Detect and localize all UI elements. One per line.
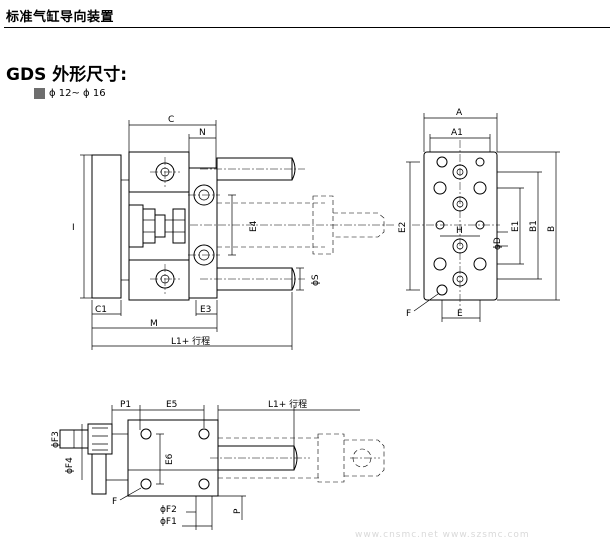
lower-guide-block — [128, 259, 190, 301]
dim-phiF3: ϕF3 — [51, 431, 61, 448]
dim-phiF1: ϕF1 — [160, 517, 177, 527]
dim-E1: E1 — [511, 221, 521, 232]
guide-plate — [188, 167, 218, 299]
hex-nut — [172, 208, 186, 244]
front-view — [80, 120, 395, 350]
dim-L1-stroke-bottom: L1+ 行程 — [268, 398, 307, 410]
flange-step — [120, 179, 130, 281]
bore-range-label: ϕ 12~ ϕ 16 — [49, 88, 106, 99]
bottom-view — [59, 405, 385, 530]
header-divider — [4, 27, 610, 28]
dim-C1: C1 — [95, 305, 107, 315]
dim-E: E — [457, 309, 463, 319]
end-flange — [91, 154, 122, 299]
dim-I: I — [72, 223, 75, 233]
section-title: GDS 外形尺寸: — [6, 65, 128, 85]
dim-B1: B1 — [529, 220, 539, 232]
side-view — [406, 113, 560, 322]
dim-A: A — [456, 108, 463, 118]
dim-M: M — [150, 319, 158, 329]
dim-A1: A1 — [451, 128, 463, 138]
dim-E5: E5 — [166, 400, 177, 410]
dim-L1-stroke: L1+ 行程 — [171, 335, 210, 347]
dim-H: H — [456, 226, 463, 236]
dim-N: N — [199, 128, 206, 138]
side-plate — [423, 151, 498, 301]
lock-nut — [142, 208, 156, 244]
dim-F-bottom: F — [112, 497, 117, 507]
dim-P: P — [233, 508, 243, 514]
dim-E3: E3 — [200, 305, 211, 315]
bore-range: ϕ 12~ ϕ 16 — [34, 88, 106, 99]
dim-E2: E2 — [398, 222, 408, 233]
dim-B: B — [547, 226, 557, 232]
bullet-square-icon — [34, 88, 45, 99]
dim-C: C — [168, 115, 174, 125]
dim-phiF2: ϕF2 — [160, 505, 177, 515]
dim-phiF4: ϕF4 — [65, 457, 75, 474]
dim-E4: E4 — [249, 220, 259, 232]
header-title: 标准气缸导向装置 — [6, 10, 115, 25]
dim-P1: P1 — [120, 400, 131, 410]
dim-F: F — [406, 309, 411, 319]
dim-E6: E6 — [165, 453, 175, 465]
dim-phiD: ϕD — [493, 237, 503, 250]
watermark: www.cnsmc.net www.szsmc.com — [355, 530, 530, 540]
dim-phiS: ϕS — [311, 274, 321, 286]
